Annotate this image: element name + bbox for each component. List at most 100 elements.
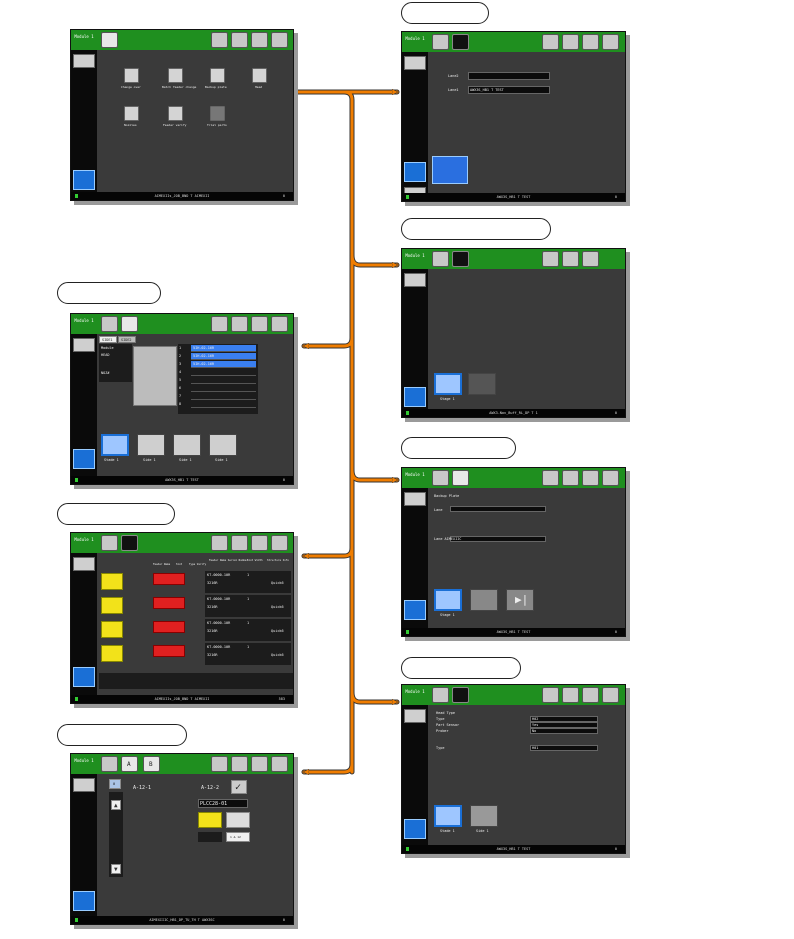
- tool-icon[interactable]: [542, 470, 559, 486]
- tab-b[interactable]: B: [143, 756, 160, 772]
- swap-button[interactable]: [73, 338, 95, 352]
- part-name-field[interactable]: [198, 799, 248, 808]
- nozzle-row[interactable]: [191, 393, 256, 400]
- monitor-icon[interactable]: [271, 32, 288, 48]
- wrench-icon[interactable]: [562, 687, 579, 703]
- changeover-tab[interactable]: [452, 34, 469, 50]
- nozzle-icon[interactable]: [582, 687, 599, 703]
- vertical-slider[interactable]: [109, 792, 123, 877]
- hand-button[interactable]: [404, 387, 426, 407]
- tool-icon[interactable]: [211, 756, 228, 772]
- home-tab[interactable]: [432, 251, 449, 267]
- wrench-icon[interactable]: [231, 32, 248, 48]
- side-1-button[interactable]: [470, 805, 498, 827]
- batch-feeder-icon[interactable]: [168, 68, 183, 83]
- feeder-verify-icon[interactable]: [168, 106, 183, 121]
- slot-status[interactable]: [153, 621, 185, 633]
- batch-feeder-tab[interactable]: [452, 251, 469, 267]
- nozzle-row[interactable]: [191, 401, 256, 408]
- nozzle-icon[interactable]: [582, 470, 599, 486]
- slot-status[interactable]: [153, 645, 185, 657]
- home-tab[interactable]: [432, 34, 449, 50]
- tool-icon[interactable]: [211, 535, 228, 551]
- home-tab[interactable]: [101, 32, 118, 48]
- feeder-verify-tab[interactable]: [121, 535, 138, 551]
- monitor-icon[interactable]: [271, 535, 288, 551]
- stage-2-button[interactable]: [468, 373, 496, 395]
- nozzle-row[interactable]: [191, 377, 256, 384]
- monitor-icon[interactable]: [602, 687, 619, 703]
- wrench-icon[interactable]: [231, 535, 248, 551]
- tool-icon[interactable]: [542, 251, 559, 267]
- swap-button[interactable]: [404, 273, 426, 287]
- head-tab[interactable]: [452, 687, 469, 703]
- slot-status[interactable]: [153, 597, 185, 609]
- hand-button[interactable]: [73, 170, 95, 190]
- hand-button[interactable]: [404, 600, 426, 620]
- slot-status[interactable]: [153, 573, 185, 585]
- swap-button[interactable]: [73, 54, 95, 68]
- tool-icon[interactable]: [211, 316, 228, 332]
- tool-icon[interactable]: [542, 687, 559, 703]
- hand-button[interactable]: [73, 449, 95, 469]
- check-button[interactable]: ✓: [231, 780, 247, 794]
- side-1b-button[interactable]: [173, 434, 201, 456]
- head-icon[interactable]: [252, 68, 267, 83]
- wrench-icon[interactable]: [231, 316, 248, 332]
- monitor-icon[interactable]: [271, 316, 288, 332]
- backup-plate-tab[interactable]: [452, 470, 469, 486]
- stage-1-button[interactable]: [434, 373, 462, 395]
- tab-side1[interactable]: SIDE1: [99, 336, 117, 343]
- swap-button[interactable]: [404, 56, 426, 70]
- scroll-down-button[interactable]: ▼: [111, 864, 121, 874]
- wrench-icon[interactable]: [562, 34, 579, 50]
- tool-icon[interactable]: [542, 34, 559, 50]
- hand-button[interactable]: [73, 891, 95, 911]
- lane2-field[interactable]: [450, 536, 546, 542]
- stage-1-button[interactable]: [434, 589, 462, 611]
- wrench-icon[interactable]: [231, 756, 248, 772]
- nozzle-row[interactable]: [191, 385, 256, 392]
- tool-icon[interactable]: [211, 32, 228, 48]
- tab-side2[interactable]: SIDE2: [118, 336, 136, 343]
- wrench-icon[interactable]: [562, 470, 579, 486]
- nozzle-icon[interactable]: [251, 535, 268, 551]
- lane2-field[interactable]: [468, 72, 550, 80]
- home-tab[interactable]: [101, 756, 118, 772]
- home-tab[interactable]: [432, 687, 449, 703]
- nozzle-row[interactable]: 5IH-02-16R: [191, 361, 256, 368]
- skip-button[interactable]: ▶|: [506, 589, 534, 611]
- lane1-field[interactable]: [468, 86, 550, 94]
- nozzle-icon[interactable]: [582, 251, 599, 267]
- side-1c-button[interactable]: [209, 434, 237, 456]
- stade-1-button[interactable]: [434, 805, 462, 827]
- changeover-icon[interactable]: [124, 68, 139, 83]
- swap-button[interactable]: [404, 492, 426, 506]
- nozzle-row[interactable]: 5IH-02-16R: [191, 345, 256, 352]
- apply-button[interactable]: [432, 156, 468, 184]
- nozzle-icon[interactable]: [251, 316, 268, 332]
- swap-button[interactable]: [73, 778, 95, 792]
- backup-plate-icon[interactable]: [210, 68, 225, 83]
- tab-a[interactable]: A: [121, 756, 138, 772]
- monitor-icon[interactable]: [271, 756, 288, 772]
- nozzle-tab[interactable]: [121, 316, 138, 332]
- part-sensor-field[interactable]: [530, 722, 598, 728]
- nozzle-row[interactable]: 5IH-02-16R: [191, 353, 256, 360]
- trial-parts-icon[interactable]: [210, 106, 225, 121]
- hand-button[interactable]: [404, 162, 426, 182]
- type-field[interactable]: [530, 716, 598, 722]
- swap-button[interactable]: [73, 557, 95, 571]
- stade-1-button[interactable]: [101, 434, 129, 456]
- nozzle-icon[interactable]: [251, 756, 268, 772]
- monitor-icon[interactable]: [602, 470, 619, 486]
- swap-button[interactable]: [404, 709, 426, 723]
- monitor-icon[interactable]: [602, 34, 619, 50]
- hand-button[interactable]: [73, 667, 95, 687]
- home-tab[interactable]: [101, 535, 118, 551]
- nozzle-icon[interactable]: [582, 34, 599, 50]
- nozzle-icon[interactable]: [251, 32, 268, 48]
- plate-button[interactable]: [470, 589, 498, 611]
- wrench-icon[interactable]: [562, 251, 579, 267]
- home-tab[interactable]: [432, 470, 449, 486]
